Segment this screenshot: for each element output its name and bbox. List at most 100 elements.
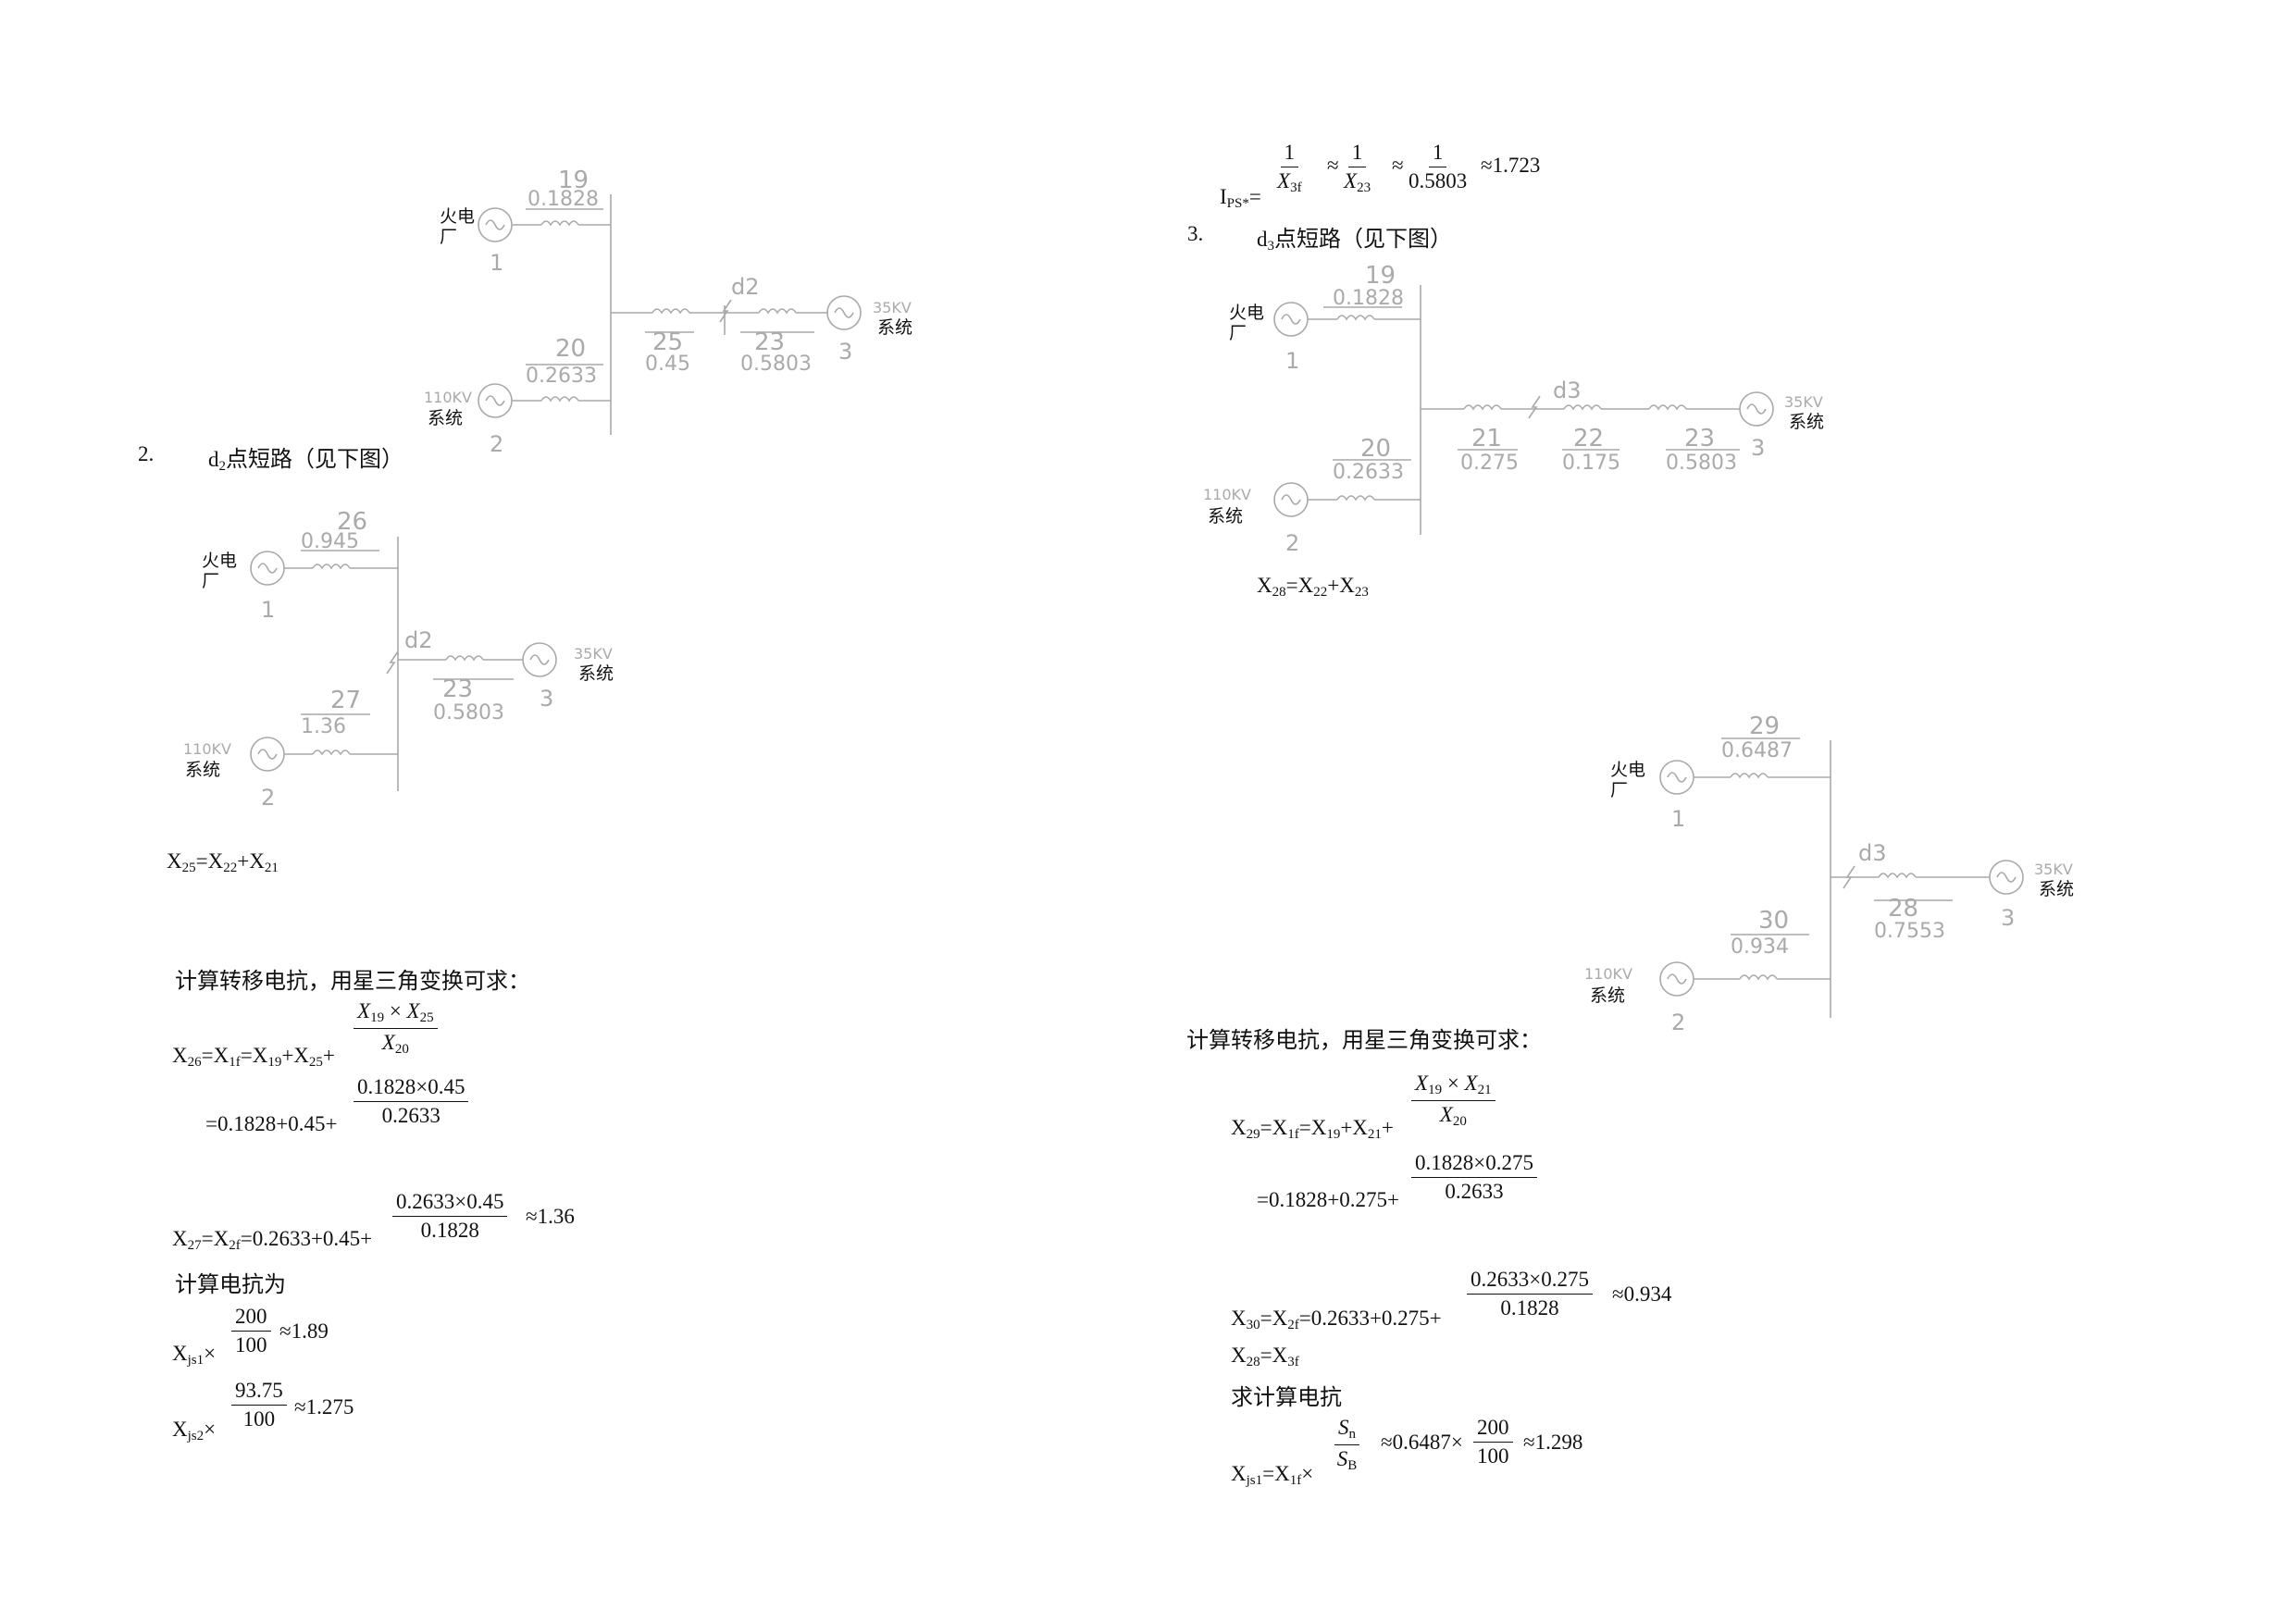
- x28-b: =X: [1260, 1344, 1288, 1367]
- xjs2-result: ≈1.275: [294, 1395, 354, 1419]
- d2-r27-val: 1.36: [301, 715, 346, 738]
- ips-sub: PS*: [1226, 196, 1249, 211]
- fault-d3-marker: [1528, 395, 1541, 419]
- ips-result: ≈1.723: [1481, 154, 1540, 178]
- eq-x29-line2: =0.1828+0.275+: [1257, 1188, 1399, 1211]
- x26-plus: +: [322, 1044, 335, 1067]
- reactance-28-coil: [1878, 873, 1917, 879]
- sec2-d: d: [208, 448, 219, 471]
- d2-r23-val: 0.5803: [433, 701, 504, 725]
- d1-r23-id: 23: [754, 328, 785, 356]
- f3-den: 0.1828: [420, 1219, 479, 1242]
- reactance-22-coil: [1563, 404, 1602, 411]
- sec3-d: d: [1257, 228, 1268, 251]
- diagram-2-svg: 26 0.945 火电 厂 1 d2 23 0.5803 35KV 系统 3 2…: [183, 508, 614, 811]
- d4-generator-3-symbol: [1989, 860, 2024, 895]
- xjs2-approx: ≈: [294, 1395, 306, 1419]
- g2-den-sub: 23: [1357, 180, 1371, 195]
- eq-x25: X25=X22+X21: [167, 849, 279, 876]
- d4-fault-label: d3: [1858, 840, 1887, 866]
- h1-num-b-sub: 21: [1477, 1083, 1492, 1097]
- g3-den: 0.5803: [1409, 169, 1468, 192]
- x29-plus: +: [1381, 1116, 1394, 1139]
- x30-approx: ≈: [1612, 1282, 1624, 1306]
- fraction-1-over-0.5803: 1 0.5803: [1409, 141, 1467, 193]
- xjs1r-approx-2: ≈: [1523, 1431, 1535, 1454]
- d4-node-2: 2: [1671, 1010, 1685, 1035]
- h1-den: X: [1439, 1103, 1453, 1126]
- d3-r21-id: 21: [1471, 425, 1502, 452]
- d3-reactance-20-coil: [1336, 495, 1375, 502]
- fraction-x19x21-over-x20: X19 × X21 X20: [1411, 1072, 1496, 1130]
- d2-node-2: 2: [261, 785, 275, 811]
- reactance-27-coil: [312, 750, 351, 756]
- x25-b: =X: [195, 849, 224, 873]
- x25-a: X: [167, 849, 182, 873]
- ips-approx-2: ≈: [1392, 154, 1404, 177]
- eq-x29: X29=X1f=X19+X21+: [1231, 1116, 1394, 1143]
- x30-rest: =0.2633+0.275+: [1298, 1307, 1442, 1330]
- right-calc-reactance-title: 求计算电抗: [1231, 1384, 1342, 1410]
- d4-r29-val: 0.6487: [1721, 739, 1793, 762]
- x26-a: X: [172, 1044, 188, 1067]
- x26-d: +X: [281, 1044, 309, 1067]
- d2-r26-id: 26: [337, 508, 367, 536]
- d2-plant-label-2: 厂: [202, 571, 219, 591]
- xjs1r-result: ≈1.298: [1523, 1431, 1582, 1455]
- xjs1r-mid: ≈0.6487×: [1381, 1431, 1463, 1455]
- h4-num: S: [1338, 1416, 1349, 1439]
- d1-r20-val: 0.2633: [526, 365, 597, 388]
- d3-system-label-3: 系统: [1789, 412, 1824, 432]
- ips-label: IPS*=: [1220, 185, 1261, 212]
- d4-node-1: 1: [1671, 806, 1685, 832]
- reactance-25-coil: [652, 308, 690, 315]
- xjs1-a-sub: js1: [187, 1353, 205, 1368]
- d4-system-label-3: 系统: [2039, 879, 2074, 899]
- right-calc-title: 计算转移电抗，用星三角变换可求：: [1186, 1027, 1542, 1053]
- h5-den: 100: [1477, 1444, 1509, 1468]
- h4-num-sub: n: [1348, 1427, 1357, 1442]
- x28-a: X: [1231, 1344, 1247, 1367]
- xjs1-value: 1.89: [291, 1319, 329, 1343]
- d3-r20-id: 20: [1360, 435, 1391, 463]
- x29-a: X: [1231, 1116, 1247, 1139]
- x27-a-sub: 27: [187, 1238, 202, 1253]
- d2-r26-val: 0.945: [301, 530, 359, 553]
- d3-r19-id: 19: [1365, 262, 1396, 290]
- fraction-0.2633x0.275: 0.2633×0.275 0.1828: [1467, 1268, 1593, 1320]
- h4-den: S: [1336, 1447, 1348, 1470]
- d1-r19-id: 19: [558, 167, 589, 194]
- circuit-diagram-3: 19 0.1828 火电 厂 1 d3 21 0.275 22 0.175 23…: [0, 0, 2296, 648]
- d4-node-3: 3: [2001, 905, 2015, 931]
- h4-den-sub: B: [1347, 1458, 1358, 1473]
- xjs1-result: ≈1.89: [279, 1319, 329, 1344]
- xjs1r-a: X: [1231, 1462, 1247, 1485]
- fraction-0.2633x0.45: 0.2633×0.45 0.1828: [392, 1190, 508, 1243]
- f1-den-sub: 20: [394, 1042, 409, 1057]
- reactance-26-coil: [312, 564, 351, 570]
- f5-num: 93.75: [231, 1379, 287, 1406]
- reactance-20-coil: [540, 396, 579, 403]
- sec2-sub: 2: [218, 459, 227, 474]
- d2-system-label-3: 系统: [578, 663, 614, 684]
- d3-r23-val: 0.5803: [1666, 452, 1737, 475]
- sec3-text: 点短路（见下图）: [1274, 226, 1452, 252]
- fraction-93.75-over-100: 93.75 100: [231, 1379, 287, 1431]
- ips-approx-1: ≈: [1327, 154, 1339, 177]
- x25-a-sub: 25: [181, 861, 196, 875]
- h1-num-a: X: [1415, 1072, 1429, 1095]
- x27-result: ≈1.36: [526, 1205, 575, 1229]
- x27-b: =X: [201, 1227, 230, 1250]
- d2-plant-label: 火电: [202, 551, 237, 571]
- x27-rest: =0.2633+0.45+: [240, 1227, 373, 1250]
- f1-num-a-sub: 19: [370, 1010, 385, 1025]
- fault-d2-marker: [719, 299, 732, 323]
- d3-reactance-23-coil: [1648, 404, 1687, 411]
- h1-num-b: X: [1464, 1072, 1478, 1095]
- fraction-1-over-x23: 1 X23: [1344, 141, 1371, 196]
- f5-den: 100: [242, 1407, 276, 1431]
- d2-110kv-label: 110KV: [183, 740, 231, 758]
- x30-a: X: [1231, 1307, 1247, 1330]
- xjs1r-times2: ×: [1450, 1431, 1463, 1454]
- d1-r25-id: 25: [652, 328, 683, 356]
